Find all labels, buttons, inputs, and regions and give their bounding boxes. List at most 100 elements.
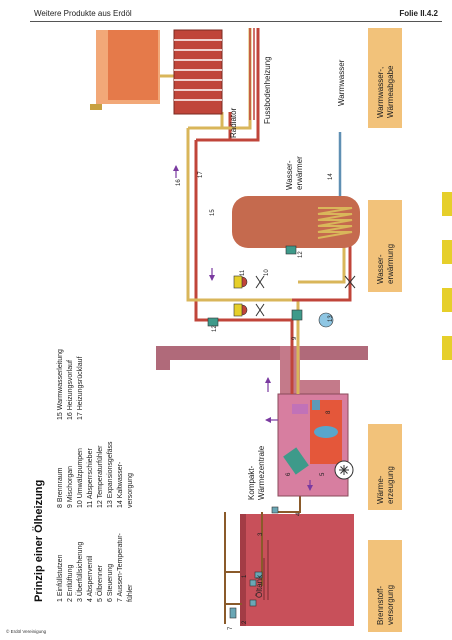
return-branch <box>298 240 346 284</box>
side-tab <box>442 240 452 264</box>
callout-5: 5 <box>320 472 326 476</box>
oil-tank-top <box>240 514 246 626</box>
radiator-supply <box>196 112 232 142</box>
callout-16: 16 <box>176 179 182 186</box>
legend-item: 9 Mischorgan <box>67 466 74 508</box>
shutoff-gate <box>233 303 243 317</box>
legend-item: 2 Entlüftung <box>67 565 74 602</box>
pipe-connector <box>249 579 257 587</box>
valves <box>249 506 279 607</box>
section-label: versorgung <box>386 585 395 625</box>
radiator <box>173 29 223 115</box>
callout-15: 15 <box>210 209 216 216</box>
flame <box>314 426 338 438</box>
callout-12: 12 <box>298 251 304 258</box>
label-warmwasser: Warmwasser <box>337 59 346 106</box>
callout-9: 9 <box>292 336 298 340</box>
legend-item: 6 Steuerung <box>107 564 114 602</box>
legend-item: 4 Absperrventil <box>87 555 94 602</box>
section-labels: Brennstoff- versorgung Wärme- erzeugung … <box>376 65 395 625</box>
radiator-group <box>173 29 223 115</box>
oil-tank-group <box>240 514 354 626</box>
side-tab <box>442 336 452 360</box>
callout-7: 7 <box>228 626 234 630</box>
return-pipe <box>186 128 300 394</box>
callout-1: 1 <box>242 574 248 578</box>
legend-item: 8 Brennraum <box>57 467 64 508</box>
legend-item: 11 Absperrschieber <box>87 448 94 508</box>
components <box>207 245 356 328</box>
section-label: erzeugung <box>386 466 395 504</box>
section-box-waerme <box>368 424 402 510</box>
floor-heating-loop <box>249 28 259 120</box>
footer-copyright: © Erdöl Vereinigung <box>6 629 47 634</box>
legend-item: versorgung <box>127 473 134 508</box>
callout-11: 11 <box>240 269 246 276</box>
pipe-connector <box>249 599 257 607</box>
label-oeltank: Öltank <box>255 574 264 598</box>
callout-8: 8 <box>326 410 332 414</box>
callout-14: 14 <box>328 173 334 180</box>
burner-fan-blades <box>339 465 349 475</box>
bathtub-group <box>90 30 160 110</box>
legend-item: 14 Kaltwasser- <box>117 461 124 508</box>
temperature-sensor <box>207 317 219 327</box>
oil-tank <box>240 514 354 626</box>
legend-item: 5 Ölbrenner <box>96 564 104 602</box>
section-label: Warmwasser-, <box>376 67 385 118</box>
diagram-title: Prinzip einer Ölheizung <box>32 480 45 602</box>
section-label: Wärme- <box>376 475 385 504</box>
mixing-valve <box>291 309 303 321</box>
legend-item: 17 Heizungsrücklauf <box>77 357 84 420</box>
label-kompakt: Wärmezentrale <box>257 445 266 500</box>
legend-item: 1 Einfüllstutzen <box>57 554 64 602</box>
label-wassererwaermer: Wasser- <box>285 160 294 190</box>
legend-item: 12 Temperaturfühler <box>97 445 104 508</box>
header-right: Folie II.4.2 <box>399 9 438 18</box>
shutoff-valve <box>271 506 279 514</box>
expansion-vessel <box>318 312 334 328</box>
outside-sensor <box>229 607 237 619</box>
label-radiator: Radiator <box>229 107 238 138</box>
temperature-sensor <box>285 245 297 255</box>
supply-branch <box>292 230 352 302</box>
callout-12: 12 <box>212 325 218 332</box>
callout-6: 6 <box>286 472 292 476</box>
section-label: Wasser- <box>376 254 385 284</box>
legend-item: 3 Überfüllsicherung <box>76 542 84 602</box>
callout-13: 13 <box>328 315 334 322</box>
side-tab <box>442 288 452 312</box>
label-wassererwaermer: erwärmer <box>295 156 304 190</box>
callout-10: 10 <box>264 269 270 276</box>
section-boxes <box>368 28 402 632</box>
section-box-brennstoff <box>368 540 402 632</box>
chimney <box>156 346 368 360</box>
side-tab <box>442 192 452 216</box>
chimney-group <box>156 346 368 396</box>
callout-3: 3 <box>258 532 264 536</box>
shutoff-gate <box>233 275 243 289</box>
label-fussboden: Fussbodenheizung <box>263 56 272 124</box>
section-label: Wärmeabgabe <box>386 65 395 118</box>
supply-pipe <box>194 140 294 394</box>
valve-cross <box>255 275 265 289</box>
section-label: erwärmung <box>386 244 395 284</box>
legend-item: 15 Warmwasserleitung <box>57 349 64 420</box>
legend: 1 Einfüllstutzen 2 Entlüftung 3 Überfüll… <box>57 349 134 602</box>
tap <box>90 104 102 110</box>
header-rule <box>30 21 442 22</box>
header-left: Weitere Produkte aus Erdöl <box>34 9 132 18</box>
flow-arrows <box>173 165 313 491</box>
heating-coil <box>317 207 353 239</box>
heat-exchanger-port <box>312 400 320 410</box>
heat-center-group <box>277 393 354 497</box>
flue <box>280 346 340 396</box>
legend-item: 13 Expansionsgefäss <box>107 441 114 508</box>
callout-2: 2 <box>242 620 248 624</box>
water-heater-group <box>232 196 360 248</box>
overfill-guard <box>254 571 263 579</box>
valve-cross <box>255 303 265 317</box>
valve-cross <box>344 275 356 289</box>
number-callouts: 1 2 3 4 5 6 7 8 9 10 11 12 12 13 14 15 1… <box>176 171 334 630</box>
